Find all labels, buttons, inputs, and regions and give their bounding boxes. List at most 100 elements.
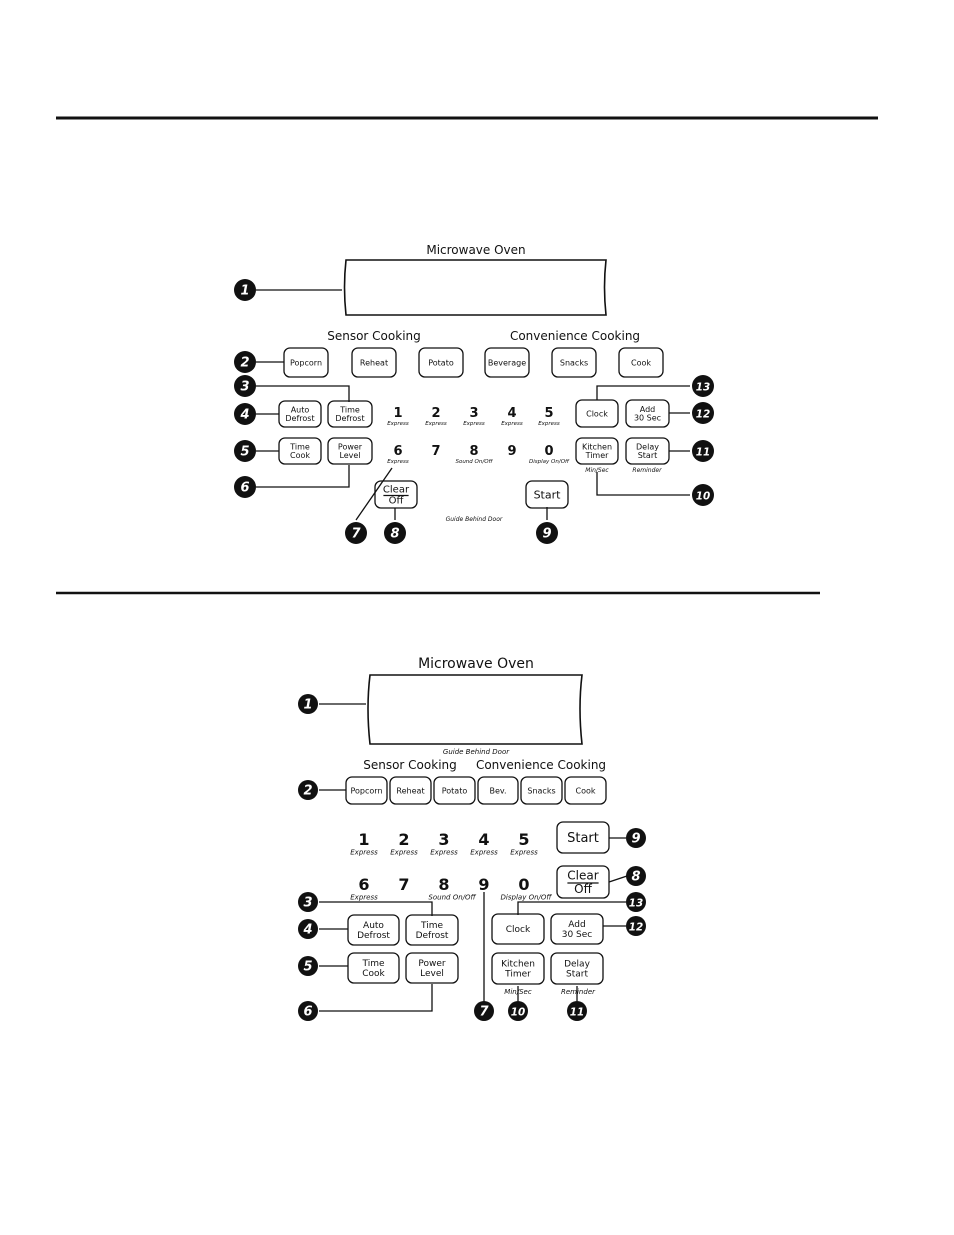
panel1-beverage-button-frame[interactable] xyxy=(484,347,530,378)
panel2-key-9[interactable]: 9 xyxy=(478,875,489,894)
panel2-time-cook-button-frame[interactable] xyxy=(347,952,400,984)
panel2-power-level-button-frame[interactable] xyxy=(405,952,459,984)
panel2-potato-button[interactable]: Potato xyxy=(433,776,476,805)
panel2-key-4-digit[interactable]: 4 xyxy=(478,830,489,849)
panel2-key-0-digit[interactable]: 0 xyxy=(518,875,529,894)
panel1-potato-button[interactable]: Potato xyxy=(418,347,464,378)
panel1-potato-button-frame[interactable] xyxy=(418,347,464,378)
panel1-key-9[interactable]: 9 xyxy=(507,444,516,459)
panel1-key-3-digit[interactable]: 3 xyxy=(469,406,478,421)
panel1-key-4-digit[interactable]: 4 xyxy=(507,406,516,421)
panel1-key-0-caption: Display On/Off xyxy=(529,459,570,465)
panel2-popcorn-button[interactable]: Popcorn xyxy=(345,776,388,805)
panel2-bev-button-frame[interactable] xyxy=(477,776,519,805)
panel-2-display-window xyxy=(367,674,583,745)
panel2-start-button[interactable]: Start xyxy=(556,821,610,854)
panel2-snacks-button[interactable]: Snacks xyxy=(520,776,563,805)
panel2-key-7-digit[interactable]: 7 xyxy=(398,875,409,894)
panel2-reheat-button-frame[interactable] xyxy=(389,776,432,805)
panel1-key-5-digit[interactable]: 5 xyxy=(544,406,553,421)
panel2-delay-start-label-1: Delay xyxy=(564,960,590,970)
panel2-key-5-digit[interactable]: 5 xyxy=(518,830,529,849)
panel2-cook-button-frame[interactable] xyxy=(564,776,607,805)
panel1-snacks-button-frame[interactable] xyxy=(551,347,597,378)
panel2-delay-start-button-frame[interactable] xyxy=(550,952,604,985)
panel2-add30-button-frame[interactable] xyxy=(550,913,604,945)
panel1-beverage-button[interactable]: Beverage xyxy=(484,347,530,378)
panel1-key-0-digit[interactable]: 0 xyxy=(544,444,553,459)
panel1-clock-button[interactable]: Clock xyxy=(575,399,619,428)
panel1-power-level-button-frame[interactable] xyxy=(327,437,373,465)
panel2-callout-1: 1 xyxy=(298,694,318,714)
panel2-cook-button[interactable]: Cook xyxy=(564,776,607,805)
panel1-reheat-button-frame[interactable] xyxy=(351,347,397,378)
panel1-time-defrost-button-frame[interactable] xyxy=(327,400,373,428)
panel1-start-button[interactable]: Start xyxy=(525,480,569,509)
panel2-kitchen-timer-button-frame[interactable] xyxy=(491,952,545,985)
panel2-key-2-digit[interactable]: 2 xyxy=(398,830,409,849)
panel1-key-6-digit[interactable]: 6 xyxy=(393,444,402,459)
panel1-reheat-button[interactable]: Reheat xyxy=(351,347,397,378)
panel2-callout-4: 4 xyxy=(298,919,318,939)
panel2-reheat-button[interactable]: Reheat xyxy=(389,776,432,805)
panel2-clear-off-label-1: Clear xyxy=(567,869,598,883)
panel1-callout-1-badge xyxy=(234,279,256,301)
panel2-potato-button-frame[interactable] xyxy=(433,776,476,805)
panel1-key-7-digit[interactable]: 7 xyxy=(431,444,440,459)
panel1-popcorn-button[interactable]: Popcorn xyxy=(283,347,329,378)
panel1-clear-off-button-frame[interactable] xyxy=(374,480,418,509)
panel1-snacks-button[interactable]: Snacks xyxy=(551,347,597,378)
panel1-key-2-digit[interactable]: 2 xyxy=(431,406,440,421)
panel2-clock-button[interactable]: Clock xyxy=(491,913,545,945)
panel2-bev-button[interactable]: Bev. xyxy=(477,776,519,805)
panel1-cook-button[interactable]: Cook xyxy=(618,347,664,378)
panel1-key-7[interactable]: 7 xyxy=(431,444,440,459)
panel2-key-9-digit[interactable]: 9 xyxy=(478,875,489,894)
panel2-key-3-digit[interactable]: 3 xyxy=(438,830,449,849)
panel2-key-1-digit[interactable]: 1 xyxy=(358,830,369,849)
panel1-key-1-digit[interactable]: 1 xyxy=(393,406,402,421)
panel2-key-8-digit[interactable]: 8 xyxy=(438,875,449,894)
panel2-key-6-digit[interactable]: 6 xyxy=(358,875,369,894)
panel1-delay-start-label-2: Start xyxy=(638,451,658,460)
panel1-key-8-digit[interactable]: 8 xyxy=(469,444,478,459)
panel1-kitchen-timer-button-frame[interactable] xyxy=(575,437,619,465)
panel2-auto-defrost-button-frame[interactable] xyxy=(347,914,400,946)
panel2-snacks-button-frame[interactable] xyxy=(520,776,563,805)
panel2-key-7[interactable]: 7 xyxy=(398,875,409,894)
panel1-key-9-digit[interactable]: 9 xyxy=(507,444,516,459)
panel1-cook-button-frame[interactable] xyxy=(618,347,664,378)
